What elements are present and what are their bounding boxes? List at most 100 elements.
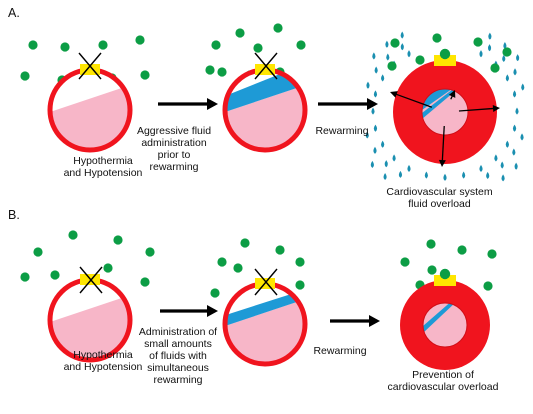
water-droplet-icon xyxy=(514,162,518,170)
arrow-outward-icon xyxy=(390,91,433,108)
panel-a-caption-3: Cardiovascular system fluid overload xyxy=(386,186,493,210)
arrow-outward-icon xyxy=(448,90,456,100)
molecule-dot-icon xyxy=(387,61,397,71)
molecule-dot-icon xyxy=(50,270,60,280)
water-droplet-icon xyxy=(371,107,375,115)
cross-line xyxy=(79,266,103,294)
water-droplet-icon xyxy=(500,161,504,169)
water-droplet-icon xyxy=(383,172,387,181)
water-droplet-icon xyxy=(372,52,376,60)
molecule-dot-icon xyxy=(60,42,70,52)
water-droplet-icon xyxy=(400,31,404,39)
arrow-head xyxy=(492,105,500,112)
blood-vessel xyxy=(222,278,308,367)
blood-pink xyxy=(50,295,130,360)
water-droplet-icon xyxy=(512,90,517,98)
molecule-dot-icon xyxy=(439,48,451,60)
panel-b-arrow-2-label: Rewarming xyxy=(313,345,367,357)
molecule-dot-icon xyxy=(33,247,43,257)
panel-a-label: A. xyxy=(8,6,20,20)
water-droplet-icon xyxy=(512,148,516,156)
molecule-dot-icon xyxy=(235,28,245,38)
vessel-valve xyxy=(434,55,456,66)
molecule-dot-icon xyxy=(400,257,410,267)
water-droplet-icon xyxy=(502,54,506,62)
blocked-x-icon xyxy=(254,268,278,296)
panel-b-arrow-1-label: Administration of small amounts of fluid… xyxy=(138,326,218,386)
arrow-outward-icon xyxy=(458,105,500,112)
molecule-dot-icon xyxy=(473,37,483,47)
blood-pink xyxy=(225,85,305,150)
water-droplet-icon xyxy=(374,66,378,74)
water-droplet-icon xyxy=(407,50,411,58)
blocked-x-icon xyxy=(254,52,278,80)
water-droplet-icon xyxy=(370,160,374,169)
molecule-dot-icon xyxy=(113,235,123,245)
lumen-edge xyxy=(422,302,468,348)
arrow-outward-icon xyxy=(438,125,446,167)
molecule-dot-icon xyxy=(20,71,30,81)
molecule-dot-icon xyxy=(296,40,306,50)
blocked-x-icon xyxy=(79,266,103,294)
molecule-dot-icon xyxy=(28,40,38,50)
blood-vessel xyxy=(47,274,133,363)
water-droplet-icon xyxy=(479,164,483,172)
molecule-dot-icon xyxy=(275,245,285,255)
molecule-dot-icon xyxy=(140,277,150,287)
vessel-valve xyxy=(255,64,275,75)
molecule-dot-icon xyxy=(240,238,250,248)
arrow-head xyxy=(207,305,218,317)
blood-vessel xyxy=(222,64,308,153)
cross-line xyxy=(254,52,278,80)
arrow-right-icon xyxy=(160,305,218,317)
molecule-dot-icon xyxy=(253,43,263,53)
water-droplet-icon xyxy=(516,54,520,62)
water-droplet-icon xyxy=(366,81,370,89)
water-droplet-icon xyxy=(373,90,378,98)
molecule-dot-icon xyxy=(210,288,220,298)
fluid-blue xyxy=(422,89,458,119)
cross-line xyxy=(254,268,278,296)
panel-b-caption-3: Prevention of cardiovascular overload xyxy=(387,369,499,393)
molecule-dot-icon xyxy=(103,263,113,273)
arrow-head xyxy=(438,159,446,167)
water-droplet-icon xyxy=(384,160,388,168)
water-droplet-icon xyxy=(381,140,385,148)
vessel-lumen xyxy=(423,303,467,347)
molecule-dot-icon xyxy=(295,257,305,267)
water-droplet-icon xyxy=(424,171,428,179)
water-droplet-icon xyxy=(505,74,509,82)
water-droplet-icon xyxy=(373,146,377,154)
water-droplet-icon xyxy=(520,133,524,141)
arrow-shaft xyxy=(395,93,433,108)
molecule-dot-icon xyxy=(135,35,145,45)
cross-line xyxy=(78,52,102,80)
molecule-dot-icon xyxy=(68,230,78,240)
molecule-dot-icon xyxy=(490,63,500,73)
panel-b-label: B. xyxy=(8,208,20,222)
molecule-dot-icon xyxy=(427,265,437,275)
water-droplet-icon xyxy=(443,173,447,181)
arrow-shaft xyxy=(458,107,495,112)
water-droplet-icon xyxy=(400,43,404,51)
arrow-head xyxy=(207,98,218,110)
lumen-edge xyxy=(421,88,469,136)
water-droplet-icon xyxy=(385,40,389,48)
water-droplet-icon xyxy=(398,170,403,178)
panel-a-arrow-1-label: Aggressive fluid administration prior to… xyxy=(136,125,212,173)
water-droplet-icon xyxy=(512,124,517,132)
fluid-blue xyxy=(423,303,455,333)
blood-vessel xyxy=(47,64,133,153)
molecule-dot-icon xyxy=(205,65,215,75)
blood-vessel-thick xyxy=(393,48,497,164)
fluid-blue xyxy=(225,289,305,326)
molecule-dot-icon xyxy=(273,23,283,33)
water-droplet-icon xyxy=(521,83,525,91)
molecule-dot-icon xyxy=(439,268,451,280)
water-droplet-icon xyxy=(365,131,369,139)
molecule-dot-icon xyxy=(457,245,467,255)
blood-pink xyxy=(225,299,305,364)
water-droplet-icon xyxy=(487,44,492,52)
water-droplet-icon xyxy=(486,171,490,180)
